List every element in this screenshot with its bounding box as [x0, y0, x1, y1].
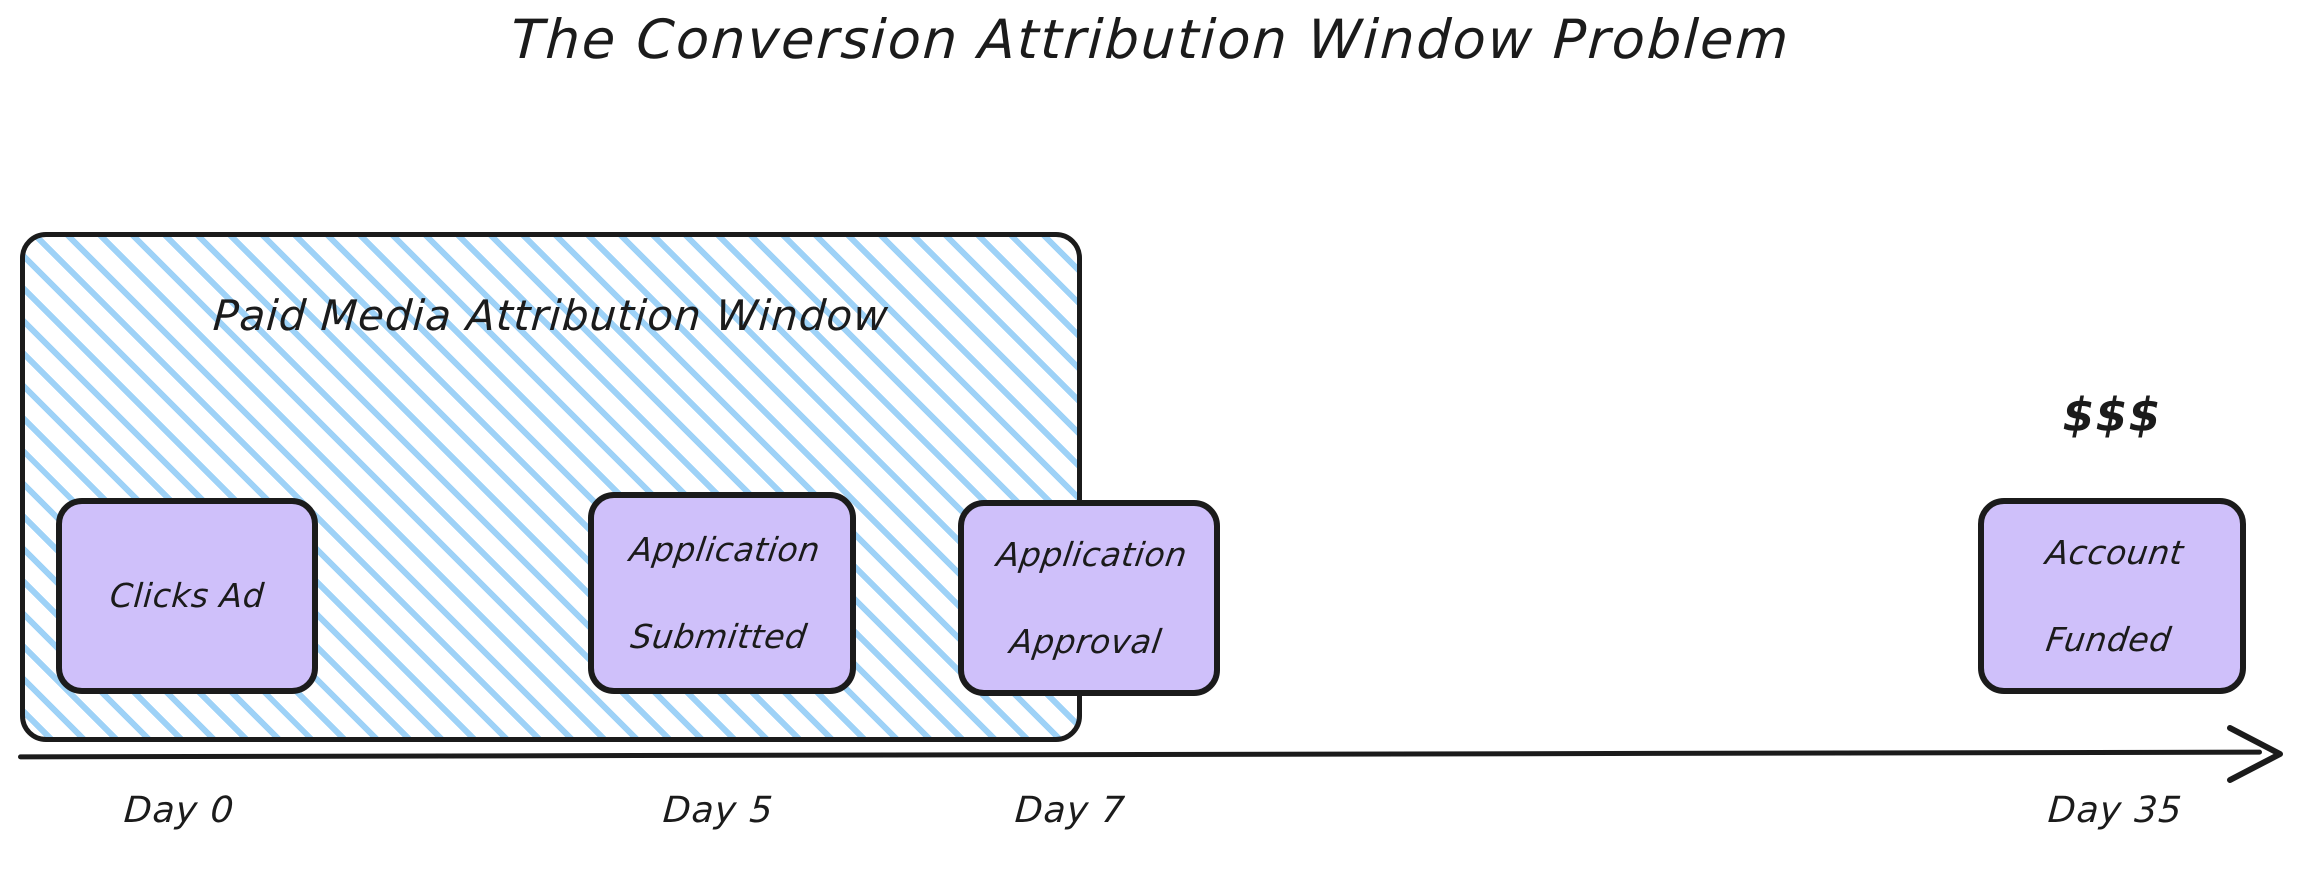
- node-clicks-ad-label: Clicks Ad: [108, 576, 266, 616]
- node-application-submitted[interactable]: Application Submitted: [588, 492, 856, 694]
- node-application-submitted-line2: Submitted: [628, 616, 810, 656]
- node-application-approval-line1: Application: [994, 534, 1190, 574]
- node-clicks-ad[interactable]: Clicks Ad: [56, 498, 318, 694]
- day-label-7: Day 7: [1013, 790, 1127, 831]
- node-application-approval-label: Application Approval: [989, 533, 1190, 664]
- node-application-submitted-label: Application Submitted: [622, 528, 823, 659]
- day-label-5: Day 5: [661, 790, 775, 831]
- node-account-funded[interactable]: Account Funded: [1978, 498, 2246, 694]
- node-account-funded-label: Account Funded: [2039, 531, 2187, 662]
- node-application-approval[interactable]: Application Approval: [958, 500, 1220, 696]
- money-annotation: $$$: [2062, 388, 2162, 442]
- timeline-axis: [17, 749, 2263, 760]
- day-label-0: Day 0: [122, 790, 236, 831]
- attribution-window-label: Paid Media Attribution Window: [211, 291, 891, 340]
- node-application-submitted-line1: Application: [627, 529, 823, 569]
- node-application-approval-line2: Approval: [1007, 621, 1165, 661]
- node-account-funded-line1: Account: [2043, 532, 2187, 572]
- day-label-35: Day 35: [2046, 790, 2184, 831]
- timeline-arrowhead-icon: [2227, 725, 2283, 783]
- page-title: The Conversion Attribution Window Proble…: [509, 8, 1792, 71]
- node-account-funded-line2: Funded: [2043, 619, 2175, 659]
